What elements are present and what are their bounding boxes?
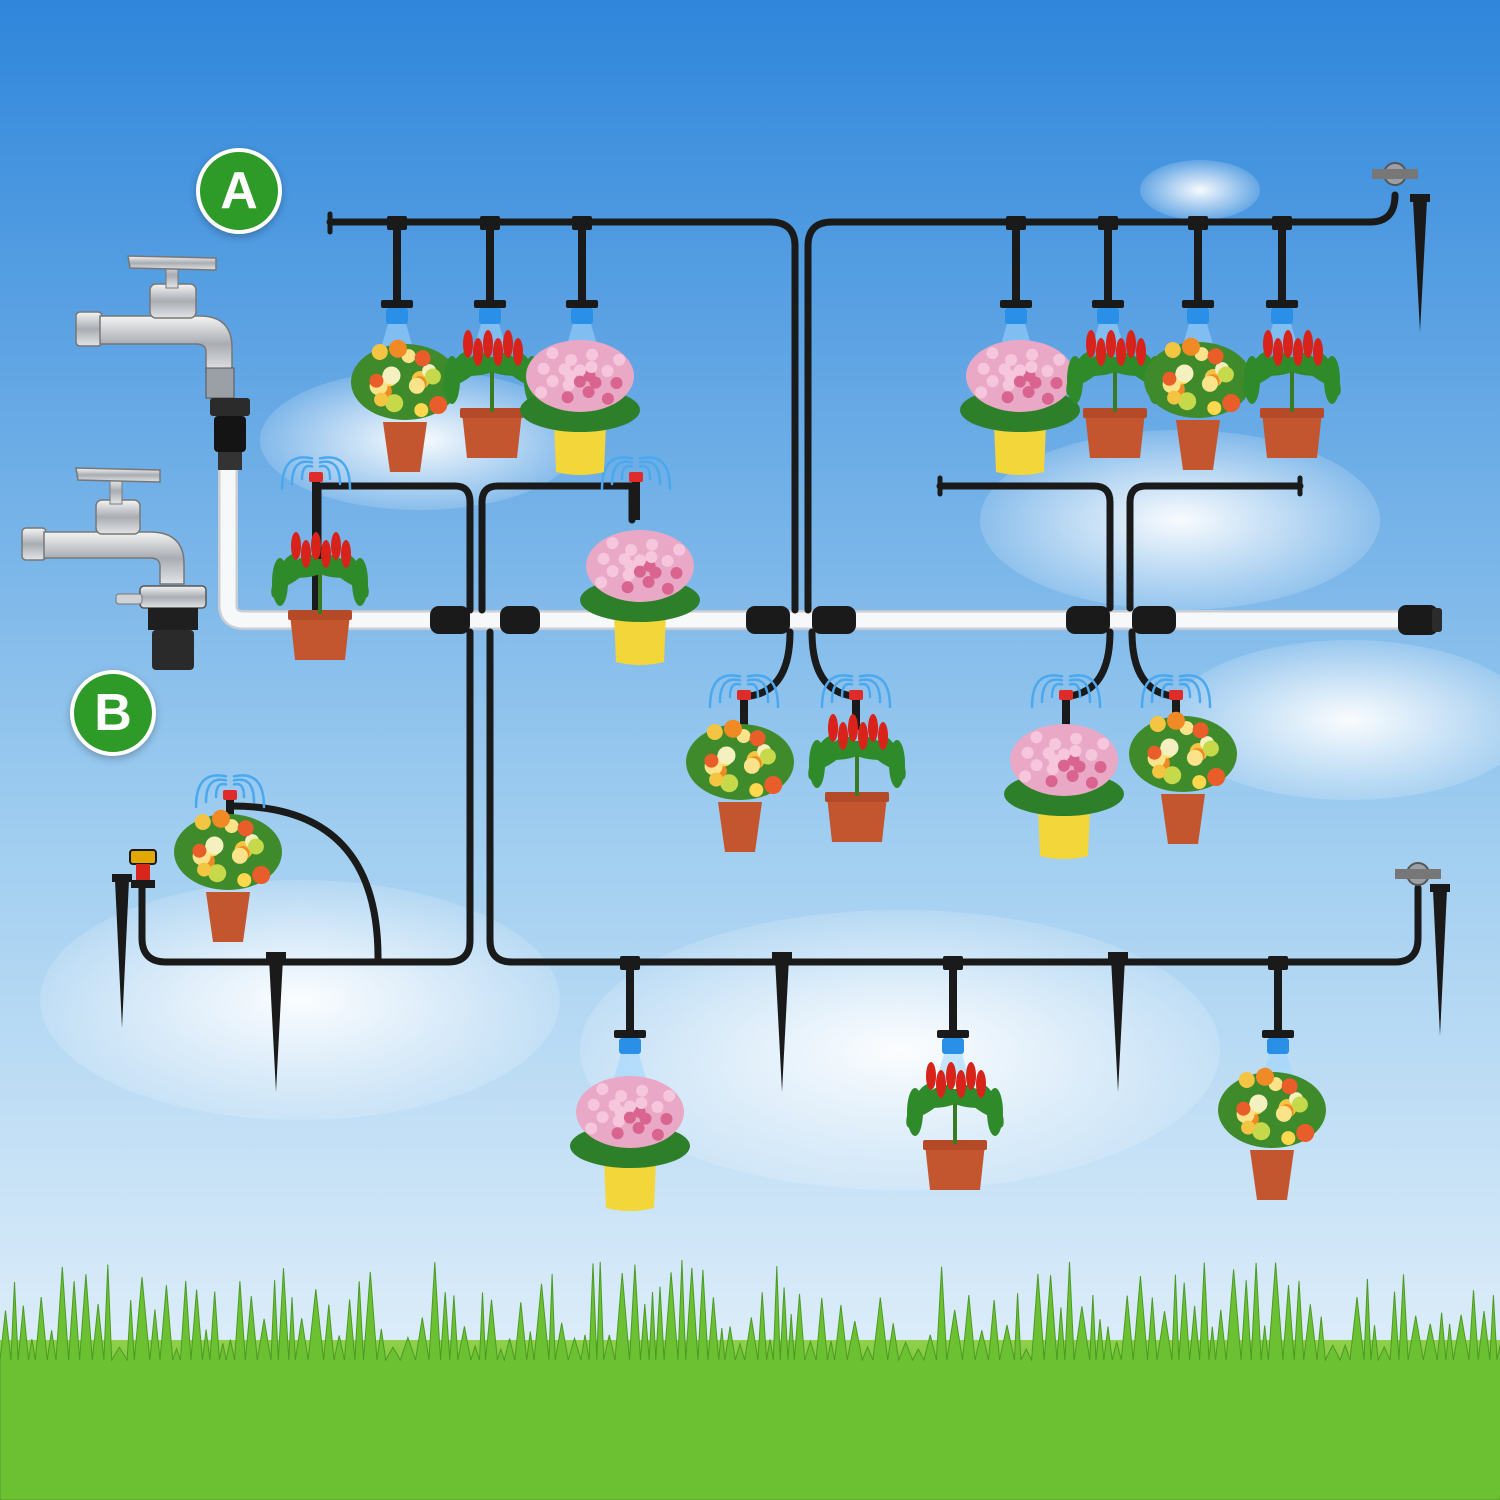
blue-drip-emitter-icon [614, 956, 646, 1078]
faucet-icon-b [21, 467, 207, 670]
potted-hydrangea-icon [520, 340, 640, 475]
tee-connector-icon [1066, 606, 1110, 634]
red-mist-nozzle-icon [194, 774, 266, 830]
ground-stake-icon [1108, 952, 1128, 1092]
red-mist-nozzle-icon [820, 674, 892, 730]
potted-flower-icon [686, 719, 794, 852]
red-mist-nozzle-icon [1030, 674, 1102, 730]
potted-pepper-icon [1243, 330, 1341, 458]
potted-pepper-icon [271, 532, 369, 660]
potted-flower-icon [1218, 1067, 1326, 1200]
potted-flower-icon [174, 809, 282, 942]
faucet-b-label: B [94, 684, 132, 742]
quick-connect-adapter-icon [210, 398, 250, 470]
potted-hydrangea-icon [960, 340, 1080, 475]
potted-flower-icon [351, 339, 459, 472]
end-plug-icon [1398, 605, 1442, 635]
faucet-a-badge: A [196, 148, 282, 234]
faucet-b-badge: B [70, 670, 156, 756]
potted-hydrangea-icon [570, 1076, 690, 1211]
sprinkler-head-top-right [1372, 162, 1418, 186]
potted-hydrangea-icon [580, 530, 700, 665]
tee-connector-icon [500, 606, 540, 634]
blue-drip-emitter-icon [1262, 956, 1294, 1078]
tee-connector-icon [812, 606, 856, 634]
tee-connector-icon [1132, 606, 1176, 634]
main-supply-line [218, 460, 1410, 630]
red-mist-nozzle-icon [708, 674, 780, 730]
potted-flower-icon [1129, 711, 1237, 844]
potted-hydrangea-icon [1004, 724, 1124, 859]
blue-drip-emitter-icon [1000, 216, 1032, 348]
blue-drip-emitter-icon [381, 216, 413, 348]
potted-flower-icon [1144, 337, 1252, 470]
clouds [40, 160, 1500, 1190]
tee-connector-icon [746, 606, 790, 634]
ground-stake-icon [772, 952, 792, 1092]
red-mist-nozzle-icon [600, 456, 672, 520]
potted-pepper-icon [906, 1062, 1004, 1190]
ground-stake-icon [266, 952, 286, 1092]
grass-strip [0, 1260, 1500, 1500]
ground-stakes [112, 194, 1450, 1092]
ground-stake-icon [112, 874, 132, 1028]
ground-stake-icon [1430, 884, 1450, 1036]
faucet-icon [75, 255, 235, 399]
potted-plants [174, 330, 1341, 1211]
faucet-a-label: A [220, 162, 258, 220]
ground-stake-icon [1410, 194, 1430, 332]
potted-pepper-icon [808, 714, 906, 842]
tee-connectors [430, 606, 1176, 634]
mist-nozzles [194, 456, 1212, 830]
rotary-sprinkler-icon [129, 849, 157, 888]
tee-connector-icon [430, 606, 470, 634]
sprinkler-head-bottom-right [1395, 862, 1441, 886]
